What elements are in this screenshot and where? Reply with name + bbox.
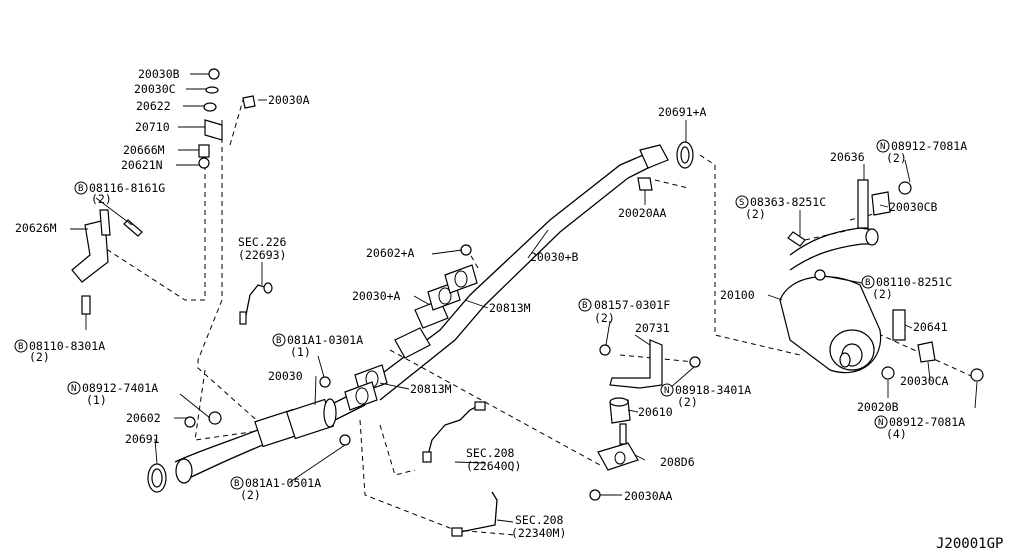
fasteners bbox=[81, 68, 984, 501]
label-08110-8301A-qty: (2) bbox=[29, 350, 50, 364]
hanger-bracket-20626M bbox=[71, 209, 111, 283]
nut-symbol: N bbox=[878, 418, 883, 428]
label-08157-0301F: 08157-0301F bbox=[594, 298, 670, 312]
label-081A1-0301A: 081A1-0301A bbox=[287, 333, 363, 347]
label-208D6: 208D6 bbox=[660, 455, 695, 469]
nut-symbol: N bbox=[664, 386, 669, 396]
label-08918-3401A: 08918-3401A bbox=[675, 383, 751, 397]
label-08912-7401A: 08912-7401A bbox=[82, 381, 158, 395]
label-sec226: SEC.226 bbox=[238, 235, 287, 249]
label-08157-qty: (2) bbox=[594, 311, 615, 325]
bolt-symbol: B bbox=[865, 278, 870, 288]
center-pipe-20030-A bbox=[359, 149, 661, 401]
label-sec208-b-ref: (22340M) bbox=[511, 526, 566, 540]
label-20602: 20602 bbox=[126, 411, 161, 425]
label-20030C: 20030C bbox=[134, 82, 176, 96]
label-20691: 20691 bbox=[125, 432, 160, 446]
gasket-20813M-upper bbox=[427, 264, 478, 311]
label-08912-7401A-qty: (1) bbox=[86, 393, 107, 407]
label-sec208-a-ref: (22640Q) bbox=[466, 459, 521, 473]
label-20622: 20622 bbox=[136, 99, 171, 113]
heat-bracket-208D6 bbox=[597, 423, 639, 471]
sensor-22640Q bbox=[422, 401, 486, 463]
label-sec208-a: SEC.208 bbox=[466, 446, 515, 460]
label-20030CB: 20030CB bbox=[889, 200, 938, 214]
label-20621N: 20621N bbox=[121, 158, 163, 172]
label-08116-8161G: 08116-8161G bbox=[89, 181, 165, 195]
label-08912-7081A-bot-qty: (4) bbox=[886, 427, 907, 441]
label-20641: 20641 bbox=[913, 320, 948, 334]
label-08363-8251C: 08363-8251C bbox=[750, 195, 826, 209]
label-081A1-0501A: 081A1-0501A bbox=[245, 476, 321, 490]
label-sec208-b: SEC.208 bbox=[515, 513, 564, 527]
label-sec226-ref: (22693) bbox=[238, 248, 286, 262]
label-20626M: 20626M bbox=[15, 221, 57, 235]
hanger-bracket-20731 bbox=[609, 339, 663, 389]
part-labels: 20030B 20030C 20622 20710 20666M 20621N … bbox=[15, 67, 1003, 552]
main-muffler bbox=[779, 227, 882, 374]
label-08918-3401A-qty: (2) bbox=[677, 395, 698, 409]
sensor-22340M bbox=[451, 491, 498, 537]
nut-symbol: N bbox=[71, 384, 76, 394]
label-20030B: 20030B bbox=[138, 67, 180, 81]
label-20813M-upper: 20813M bbox=[489, 301, 531, 315]
label-20610: 20610 bbox=[638, 405, 673, 419]
label-20731: 20731 bbox=[635, 321, 670, 335]
bolt-symbol: B bbox=[78, 184, 83, 194]
label-20030: 20030 bbox=[268, 369, 303, 383]
leader-lines bbox=[70, 73, 978, 523]
label-20020B: 20020B bbox=[857, 400, 899, 414]
label-08110-8251C-qty: (2) bbox=[872, 287, 893, 301]
label-20666M: 20666M bbox=[123, 143, 165, 157]
label-20030CA: 20030CA bbox=[900, 374, 949, 388]
label-081A1-0501A-qty: (2) bbox=[240, 488, 261, 502]
label-08110-8251C: 08110-8251C bbox=[876, 275, 952, 289]
bolt-symbol: B bbox=[276, 336, 281, 346]
label-20100: 20100 bbox=[720, 288, 755, 302]
gasket-20691 bbox=[147, 463, 167, 493]
diagram-code: J20001GP bbox=[936, 536, 1003, 552]
bolt-symbol: B bbox=[234, 479, 239, 489]
label-08912-7081A-top-qty: (2) bbox=[886, 151, 907, 165]
label-20602A: 20602+A bbox=[366, 246, 415, 260]
screw-symbol: S bbox=[739, 198, 744, 208]
prefix-symbols: B B B N B B N N S B N bbox=[14, 139, 890, 490]
rubber-mount-20610 bbox=[609, 397, 631, 424]
nut-symbol: N bbox=[880, 142, 885, 152]
label-20813M-lower: 20813M bbox=[410, 382, 452, 396]
sensor-22693 bbox=[239, 282, 273, 325]
bolt-symbol: B bbox=[18, 342, 23, 352]
label-20710: 20710 bbox=[135, 120, 170, 134]
label-081A1-0301A-qty: (1) bbox=[290, 345, 311, 359]
label-20020AA: 20020AA bbox=[618, 206, 667, 220]
label-20691A: 20691+A bbox=[658, 105, 707, 119]
label-08116-qty: (2) bbox=[91, 192, 112, 206]
label-20030plusA: 20030+A bbox=[352, 289, 401, 303]
label-08912-7081A-bot: 08912-7081A bbox=[889, 415, 965, 429]
label-20030AA: 20030AA bbox=[624, 489, 673, 503]
rear-flange-tube bbox=[639, 141, 694, 169]
label-08912-7081A-top: 08912-7081A bbox=[891, 139, 967, 153]
muffler-brackets bbox=[857, 179, 936, 363]
label-08363-qty: (2) bbox=[745, 207, 766, 221]
label-08110-8301A: 08110-8301A bbox=[29, 339, 105, 353]
gasket-20813M-lower bbox=[344, 364, 388, 411]
label-20636: 20636 bbox=[830, 150, 865, 164]
bolt-symbol: B bbox=[582, 301, 587, 311]
front-exhaust-tube bbox=[174, 389, 366, 484]
label-20030-plus-B: 20030+B bbox=[530, 250, 579, 264]
label-20030A: 20030A bbox=[268, 93, 310, 107]
